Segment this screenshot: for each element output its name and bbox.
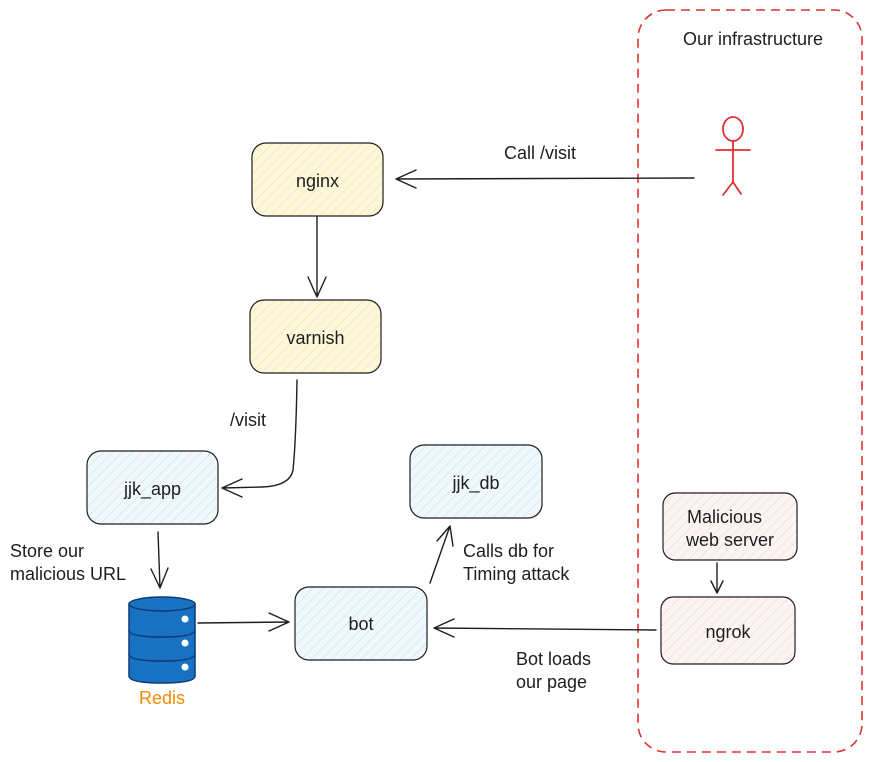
- edge-ngrok-to-bot: [433, 618, 657, 638]
- node-malicious-web-server: Malicious web server: [662, 492, 798, 561]
- node-jjk-app: jjk_app: [86, 450, 219, 525]
- label-bot-loads: Bot loads our page: [516, 649, 596, 692]
- label-call-visit: Call /visit: [504, 143, 576, 163]
- infrastructure-boundary: Our infrastructure: [637, 9, 863, 753]
- label-calls-db: Calls db for Timing attack: [463, 541, 570, 584]
- redis-label: Redis: [139, 688, 185, 708]
- edge-nginx-to-varnish: [307, 216, 327, 298]
- node-malicious-line-2: web server: [685, 530, 774, 550]
- node-jjk-app-label: jjk_app: [123, 479, 181, 500]
- node-varnish: varnish: [249, 299, 382, 374]
- node-ngrok: ngrok: [660, 596, 796, 665]
- label-bot-loads-line-1: Bot loads: [516, 649, 591, 669]
- node-malicious-label: Malicious web server: [685, 507, 774, 550]
- node-nginx-label: nginx: [296, 171, 339, 191]
- node-varnish-label: varnish: [286, 328, 344, 348]
- node-bot-label: bot: [348, 614, 373, 634]
- edge-bot-to-jjk-db: [429, 525, 454, 584]
- node-malicious-line-1: Malicious: [687, 507, 762, 527]
- node-nginx: nginx: [251, 142, 384, 217]
- node-jjk-db-label: jjk_db: [451, 473, 499, 494]
- database-icon: Redis: [128, 596, 196, 708]
- node-bot: bot: [294, 586, 428, 661]
- label-store-url-line-1: Store our: [10, 541, 84, 561]
- infrastructure-label: Our infrastructure: [683, 29, 823, 49]
- edge-redis-to-bot: [197, 612, 290, 632]
- node-jjk-db: jjk_db: [409, 444, 543, 519]
- stick-figure-icon: [715, 116, 751, 196]
- label-store-url-line-2: malicious URL: [10, 564, 126, 584]
- node-ngrok-label: ngrok: [705, 622, 751, 642]
- edge-attacker-to-nginx: [395, 169, 695, 189]
- edges: [150, 169, 724, 638]
- label-calls-db-line-2: Timing attack: [463, 564, 570, 584]
- label-calls-db-line-1: Calls db for: [463, 541, 554, 561]
- edge-jjk-app-to-redis: [150, 531, 169, 589]
- label-visit-path: /visit: [230, 410, 266, 430]
- label-store-url: Store our malicious URL: [10, 541, 126, 584]
- edge-varnish-to-jjk-app: [221, 379, 298, 498]
- label-bot-loads-line-2: our page: [516, 672, 587, 692]
- edge-malicious-to-ngrok: [710, 562, 724, 594]
